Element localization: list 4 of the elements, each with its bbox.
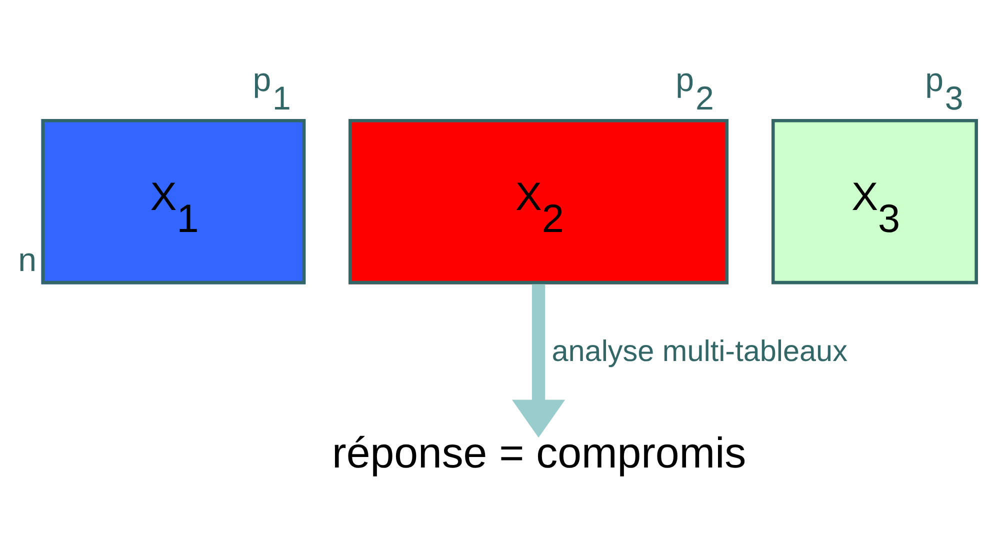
node-label: n xyxy=(18,241,37,278)
edge-label: analyse multi-tableaux xyxy=(552,334,848,368)
node-text: réponse = compromis xyxy=(332,428,746,477)
arrow xyxy=(512,284,566,438)
